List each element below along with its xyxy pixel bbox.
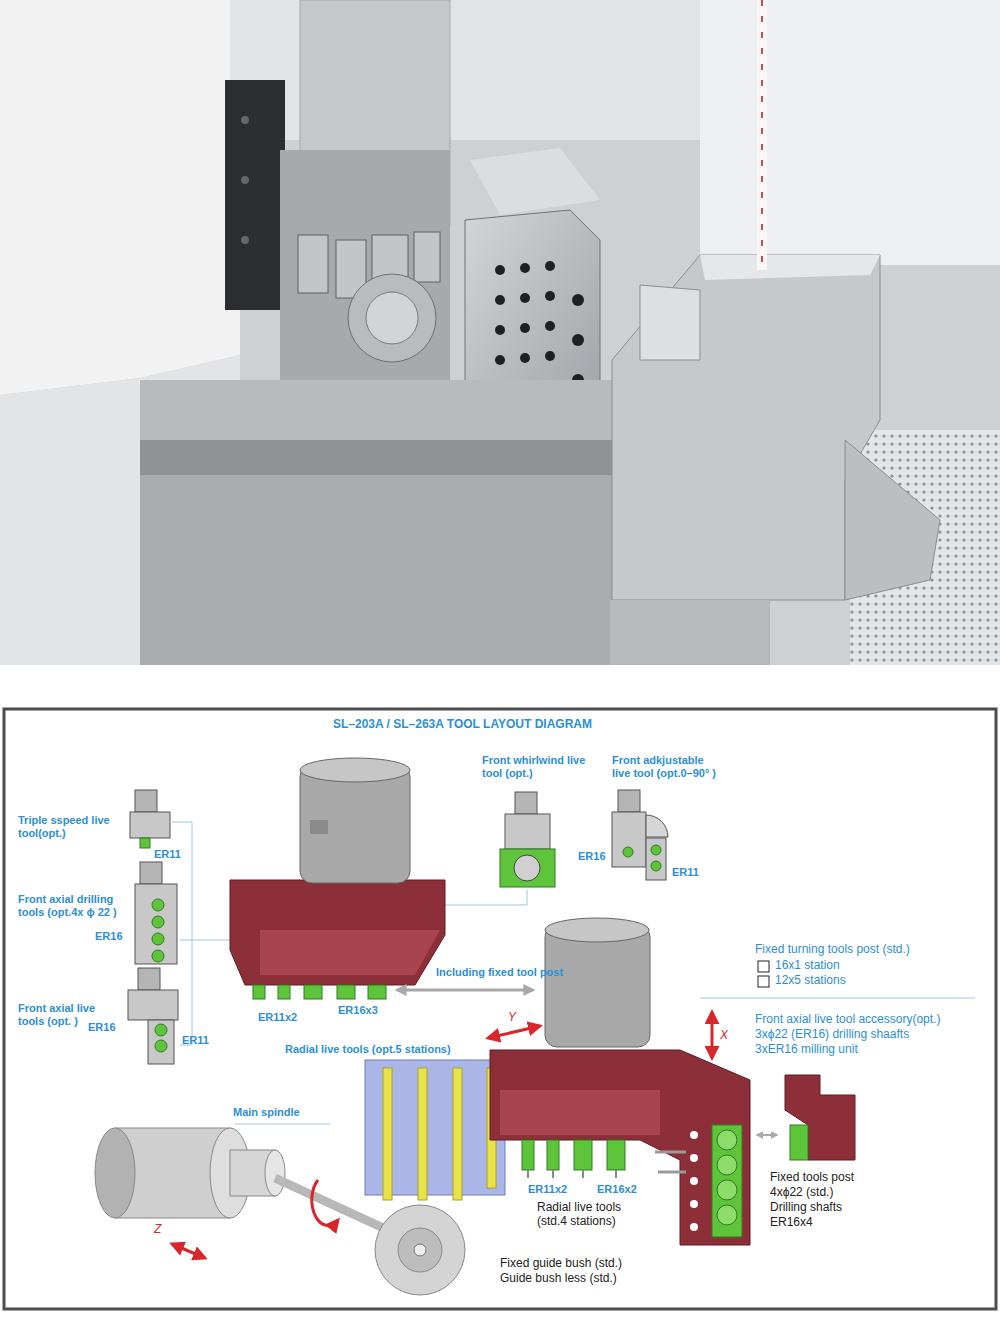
tool-label: Triple sspeed live tool(opt.) xyxy=(18,814,128,840)
tool-spec: ER16x4 xyxy=(770,1215,813,1229)
collet-size: ER11 xyxy=(154,848,181,861)
collet-size: ER16 xyxy=(88,1021,116,1034)
part-label: Main spindle xyxy=(233,1106,300,1119)
tool-label: Front adkjustable live tool (opt.0–90° ) xyxy=(612,754,724,780)
collet-size: ER11 xyxy=(672,866,699,879)
tool-spec: 3xER16 milling unit xyxy=(755,1042,858,1056)
checkbox xyxy=(758,976,769,987)
tool-label: Fixed turning tools post (std.) xyxy=(755,942,910,956)
collet-size: ER11x2 xyxy=(528,1183,567,1196)
part-label: Fixed guide bush (std.) xyxy=(500,1256,622,1270)
axis-label: Y xyxy=(508,1010,516,1024)
option-label: 16x1 station xyxy=(775,958,840,972)
tool-spec: 3xϕ22 (ER16) drilling shaafts xyxy=(755,1027,909,1041)
checkbox xyxy=(758,961,769,972)
collet-size: ER11x2 xyxy=(258,1011,297,1024)
upper-tool-block xyxy=(230,758,533,999)
tool-label: Front axial drilling tools (opt.4x ϕ 22 … xyxy=(18,893,132,919)
collet-size: ER16x2 xyxy=(597,1183,637,1196)
collet-size: ER16 xyxy=(578,850,606,863)
diagram-frame xyxy=(4,709,996,1309)
tool-spec: Drilling shafts xyxy=(770,1200,842,1214)
collet-size: ER11 xyxy=(182,1034,209,1047)
option-label: 12x5 stations xyxy=(775,973,846,987)
tool-label: Fixed tools post xyxy=(770,1170,854,1184)
part-label: Guide bush less (std.) xyxy=(500,1271,617,1285)
tool-label: Radial live tools (opt.5 stations) xyxy=(285,1043,451,1056)
tool-label: Including fixed tool post xyxy=(436,966,563,979)
axis-label: Z xyxy=(154,1222,161,1236)
tool-spec: 4xϕ22 (std.) xyxy=(770,1185,833,1199)
main-spindle xyxy=(95,1128,465,1295)
machine-photo xyxy=(0,0,1000,665)
diagram-title: SL–203A / SL–263A TOOL LAYOUT DIAGRAM xyxy=(333,717,592,731)
tool-label: Front whirlwind live tool (opt.) xyxy=(482,754,604,780)
axis-label: X xyxy=(720,1028,728,1042)
collet-size: ER16 xyxy=(95,930,123,943)
lower-tool-block xyxy=(365,918,855,1245)
tool-label: Radial live tools (std.4 stations) xyxy=(537,1200,649,1229)
front-tools xyxy=(500,790,668,887)
left-tools xyxy=(128,790,178,1064)
tool-label: Front axial live tool accessory(opt.) xyxy=(755,1012,940,1026)
collet-size: ER16x3 xyxy=(338,1004,378,1017)
